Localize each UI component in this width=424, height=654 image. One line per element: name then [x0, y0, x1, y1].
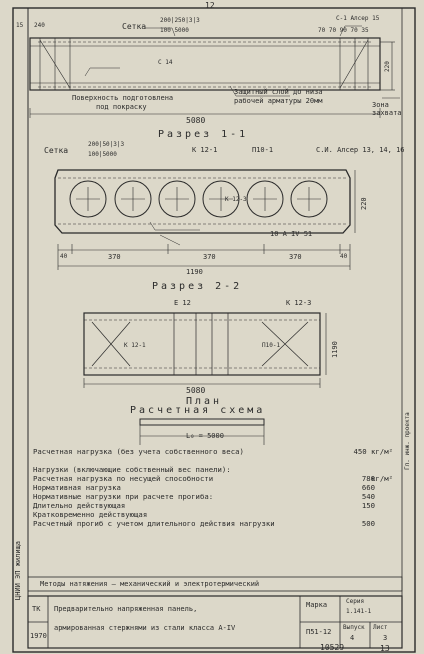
section-1-grid-label: Сетка: [44, 146, 69, 155]
anchor-label: С.И. Алсер 13, 14, 16: [316, 146, 405, 154]
dim-370-3: 370: [289, 253, 302, 261]
issue-label: Выпуск: [343, 624, 365, 631]
footer-number: 10529: [320, 643, 345, 652]
scheme-title: Расчетная схема: [130, 405, 266, 416]
beam-length: 5080: [186, 116, 206, 125]
issue-value: 4: [350, 634, 355, 642]
note-prep: Поверхность подготовлена: [72, 94, 174, 102]
mark-value: П51-12: [306, 628, 332, 636]
mark-label: Марка: [306, 601, 328, 609]
design-load-label: Расчетная нагрузка (без учета собственно…: [33, 447, 244, 456]
page-number: 12: [205, 1, 215, 10]
dim-370-2: 370: [203, 253, 216, 261]
k12-3-label: К 12-3: [225, 196, 247, 203]
note-paint: под покраску: [96, 103, 147, 111]
note-anchor-2: захвата: [372, 109, 402, 117]
load-row: Расчетный прогиб с учетом длительного де…: [33, 519, 375, 528]
section-1-grid-spec-1: 200|50|3|3: [88, 141, 125, 148]
note-anchor-1: Зона: [372, 101, 389, 109]
scheme-span: L₀ = 5000: [186, 432, 224, 440]
load-row: Расчетная нагрузка по несущей способност…: [33, 474, 393, 483]
note-cover-2: рабочей арматуры 20мм: [234, 97, 323, 105]
design-load-value: 450 кг/м²: [353, 447, 393, 456]
e12-label: Е 12: [174, 299, 191, 307]
methods-line: Методы натяжения — механический и электр…: [40, 580, 260, 588]
grid-label: Сетка: [122, 22, 147, 31]
c14-label: С 14: [158, 59, 173, 66]
plan-k12-3-label: К 12-3: [286, 299, 312, 307]
k12-1-label: К 12-1: [192, 146, 218, 154]
frame-dims: 70 70 90 70 35: [318, 27, 369, 34]
left-stamp: ЦНИИ ЭП жилища: [14, 540, 22, 600]
right-stamp: Гл. инж. проекта: [404, 412, 411, 470]
grid-spec-1: 200|250|3|3: [160, 17, 200, 24]
plan-length: 5080: [186, 386, 206, 395]
loads-list: Нагрузки (включающие собственный вес пан…: [33, 465, 393, 528]
section-2-title: Разрез 2-2: [152, 281, 243, 292]
dim-40-left: 40: [60, 253, 68, 260]
panel-name-line1: Предварительно напряженная панель,: [54, 605, 198, 613]
panel-name-line2: армированная стержнями из стали класса А…: [54, 624, 236, 632]
plan-k12-1-label: К 12-1: [124, 342, 146, 349]
beam-height: 220: [384, 61, 391, 72]
note-cover-1: Защитный слой до низа: [234, 88, 323, 96]
rebar-label: 10 А IV 51: [270, 230, 313, 238]
section-1-height: 220: [360, 197, 368, 210]
plan-p10-1-label: П10-1: [262, 342, 281, 349]
section-1-total: 1190: [186, 268, 203, 276]
section-1-title: Разрез 1-1: [158, 129, 249, 140]
section-1-grid-spec-2: 100|5000: [88, 151, 117, 158]
tk-label: ТК: [32, 605, 41, 613]
sheet-label: Лист: [373, 624, 388, 631]
series-label: Серия: [346, 598, 365, 605]
loads-header: Нагрузки (включающие собственный вес пан…: [33, 465, 231, 474]
load-row: Кратковременно действующая: [33, 510, 148, 519]
sheet-mark: 13: [380, 644, 390, 653]
dim-40-right: 40: [340, 253, 348, 260]
frame-label: С-1 Алсер 15: [336, 15, 380, 22]
grid-spec-2: 100 5000: [160, 27, 189, 34]
plan-width: 1190: [331, 341, 339, 358]
sheet-value: 3: [383, 634, 388, 642]
dim-370-1: 370: [108, 253, 121, 261]
design-load-line: Расчетная нагрузка (без учета собственно…: [33, 447, 393, 456]
series-value: 1.141-1: [346, 608, 372, 615]
dim-top-left: 15: [16, 22, 24, 29]
year-label: 1970: [30, 632, 47, 640]
p10-1-label: П10-1: [252, 146, 274, 154]
plan-title: План: [186, 396, 223, 407]
dim-240: 240: [34, 22, 45, 29]
load-row: Нормативные нагрузки при расчете прогиба…: [33, 492, 375, 501]
